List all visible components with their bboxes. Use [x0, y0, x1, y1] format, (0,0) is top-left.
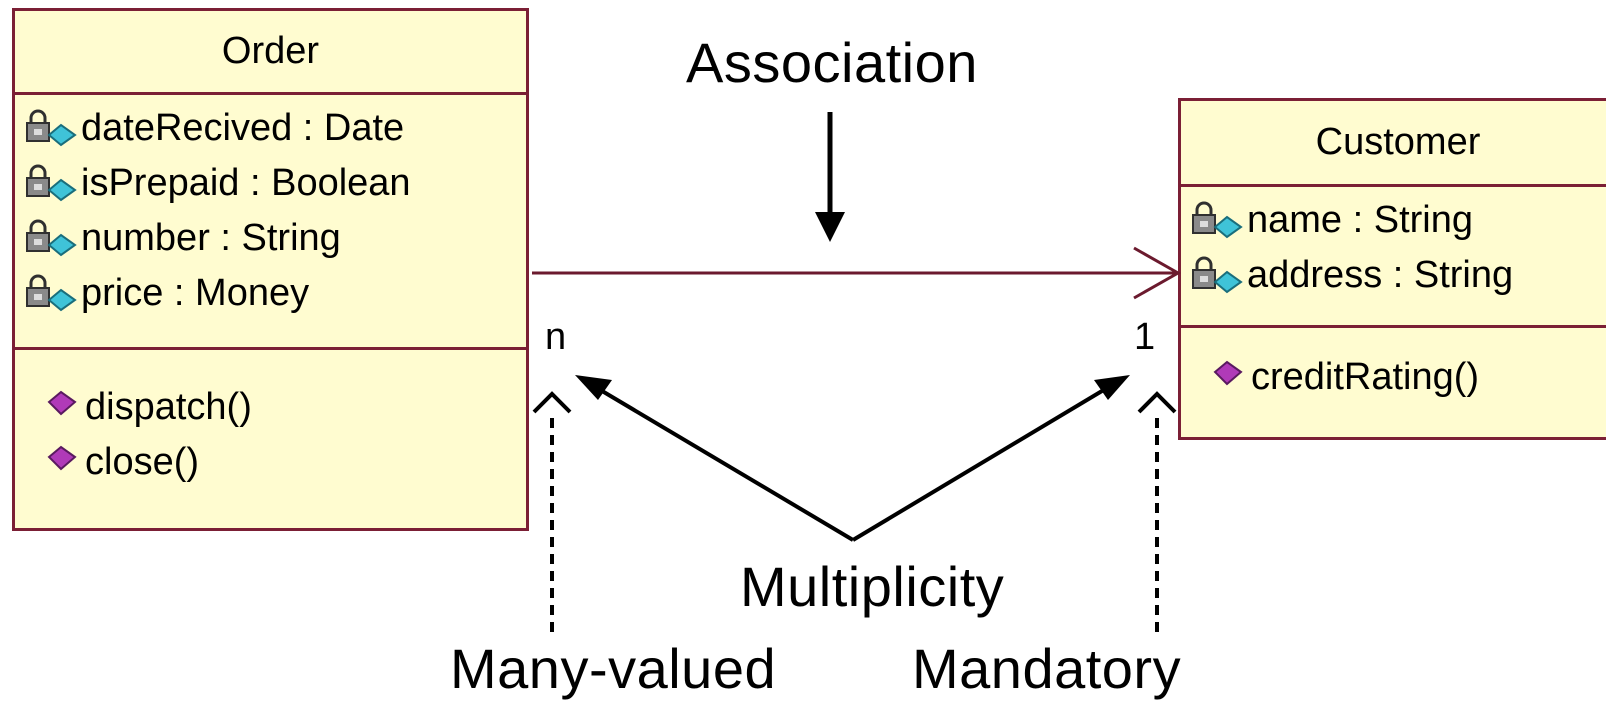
customer-attribute-row[interactable]: name : String — [1181, 193, 1606, 248]
customer-operation-text: creditRating() — [1251, 356, 1480, 398]
customer-attributes-compartment: name : String address : String — [1181, 187, 1606, 328]
association-navigability-arrowhead — [1133, 246, 1182, 300]
private-attribute-icon — [26, 274, 77, 311]
order-attribute-text: price : Money — [81, 272, 310, 314]
private-attribute-icon — [1192, 256, 1243, 293]
order-attribute-text: dateRecived : Date — [81, 107, 405, 149]
private-attribute-icon — [26, 109, 77, 146]
order-attribute-text: isPrepaid : Boolean — [81, 162, 411, 204]
multiplicity-arrowhead-1 — [1094, 375, 1130, 400]
order-operation-row[interactable]: dispatch() — [15, 380, 526, 435]
mandatory-dashed-arrowhead — [1137, 391, 1177, 414]
order-attribute-row[interactable]: price : Money — [15, 266, 526, 321]
customer-class-name: Customer — [1181, 101, 1606, 187]
multiplicity-1-label: 1 — [1134, 316, 1156, 358]
order-attributes-compartment: dateRecived : Date isPrepaid : Boolean n… — [15, 95, 526, 350]
order-class-name: Order — [15, 11, 526, 95]
association-annotation: Association — [686, 31, 978, 94]
mandatory-annotation: Mandatory — [912, 637, 1182, 700]
many-valued-annotation: Many-valued — [450, 637, 777, 700]
operation-icon — [47, 445, 77, 470]
multiplicity-arrowhead-n — [575, 375, 612, 400]
many-valued-dashed-arrowhead — [532, 391, 572, 414]
multiplicity-annotation: Multiplicity — [740, 555, 1005, 618]
order-attribute-row[interactable]: dateRecived : Date — [15, 101, 526, 156]
private-attribute-icon — [1192, 201, 1243, 238]
operation-icon — [1213, 360, 1243, 385]
order-operation-text: close() — [85, 441, 200, 483]
order-class[interactable]: Order dateRecived : Date isPrepaid : Boo… — [12, 8, 529, 531]
association-pointer-arrowhead — [815, 212, 845, 242]
customer-attribute-text: name : String — [1247, 199, 1473, 241]
operation-icon — [47, 390, 77, 415]
multiplicity-n-label: n — [545, 316, 567, 358]
customer-class[interactable]: Customer name : String address : String — [1178, 98, 1606, 440]
private-attribute-icon — [26, 219, 77, 256]
customer-operations-compartment: creditRating() — [1181, 328, 1606, 405]
multiplicity-arrow-to-n — [590, 383, 855, 542]
private-attribute-icon — [26, 164, 77, 201]
order-attribute-row[interactable]: isPrepaid : Boolean — [15, 156, 526, 211]
order-operation-row[interactable]: close() — [15, 435, 526, 490]
order-attribute-text: number : String — [81, 217, 341, 259]
multiplicity-arrow-to-1 — [851, 383, 1114, 542]
customer-operation-row[interactable]: creditRating() — [1181, 350, 1606, 405]
order-attribute-row[interactable]: number : String — [15, 211, 526, 266]
order-operations-compartment: dispatch() close() — [15, 350, 526, 490]
order-operation-text: dispatch() — [85, 386, 252, 428]
customer-attribute-text: address : String — [1247, 254, 1514, 296]
customer-attribute-row[interactable]: address : String — [1181, 248, 1606, 303]
